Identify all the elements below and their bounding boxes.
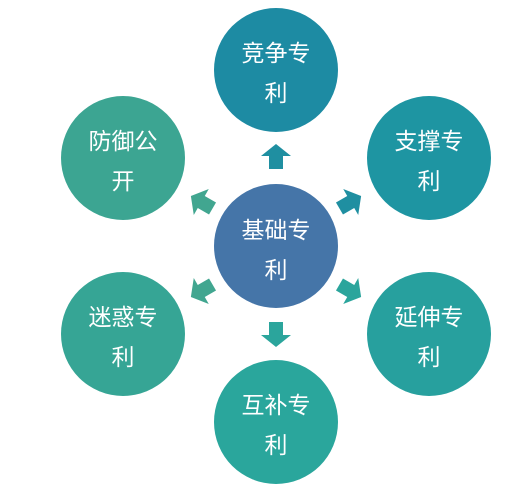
node-competitive: 竞争专 利 [214,8,338,132]
node-extending: 延伸专 利 [367,272,491,396]
node-supporting-label-line1: 支撑专 [395,129,464,155]
node-defensive-circle [61,96,185,220]
node-defensive-label-line1: 防御公 [89,129,158,155]
node-confusing-label-line2: 利 [112,345,135,371]
arrow-to-supporting [335,189,362,215]
node-confusing: 迷惑专 利 [61,272,185,396]
node-supporting-label-line2: 利 [418,169,441,195]
arrow-to-extending [335,278,362,304]
node-extending-label-line2: 利 [418,345,441,371]
arrow-to-confusing [190,278,217,304]
node-extending-circle [367,272,491,396]
center-node-label-line1: 基础专 [242,218,311,244]
center-node-circle [214,184,338,308]
node-supporting-circle [367,96,491,220]
node-complementary-label-line2: 利 [265,433,288,459]
node-complementary: 互补专 利 [214,360,338,484]
center-node-label-line2: 利 [265,258,288,284]
node-defensive: 防御公 开 [61,96,185,220]
node-complementary-label-line1: 互补专 [242,393,311,419]
node-competitive-circle [214,8,338,132]
node-complementary-circle [214,360,338,484]
arrow-to-competitive [261,144,291,169]
arrow-to-defensive [190,189,217,215]
arrow-to-complementary [261,322,291,347]
node-competitive-label-line2: 利 [265,81,288,107]
node-confusing-label-line1: 迷惑专 [89,305,158,331]
node-supporting: 支撑专 利 [367,96,491,220]
node-competitive-label-line1: 竞争专 [242,41,311,67]
node-confusing-circle [61,272,185,396]
center-node: 基础专 利 [214,184,338,308]
node-extending-label-line1: 延伸专 [395,305,464,331]
node-defensive-label-line2: 开 [112,169,135,195]
